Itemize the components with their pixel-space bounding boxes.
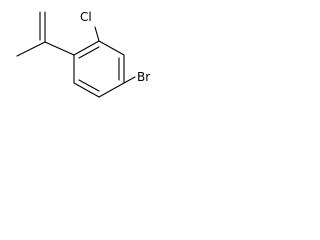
ring-double-bond-inner-1 [78, 46, 100, 59]
ring-double-bond-inner-3 [78, 79, 100, 92]
bromo-substituent: Br [123, 70, 150, 84]
bond-ring-to-bromine [123, 76, 136, 84]
bond-ring-to-carbonyl [44, 41, 75, 56]
ring-bond-c1-c2 [73, 40, 100, 56]
ring-bond-c4-c5 [98, 82, 125, 98]
bromine-label: Br [137, 70, 150, 84]
ring-bond-c2-c3 [98, 40, 125, 56]
bond-carbonyl-to-methyl [16, 41, 46, 57]
chlorine-label: Cl [80, 10, 92, 24]
structure-diagram: Cl Br [16, 10, 150, 98]
acetyl-group [16, 11, 75, 57]
benzene-ring [73, 40, 125, 98]
chloro-substituent: Cl [80, 10, 100, 42]
ring-bond-c5-c6 [73, 82, 100, 98]
bond-ring-to-chlorine [94, 26, 100, 42]
